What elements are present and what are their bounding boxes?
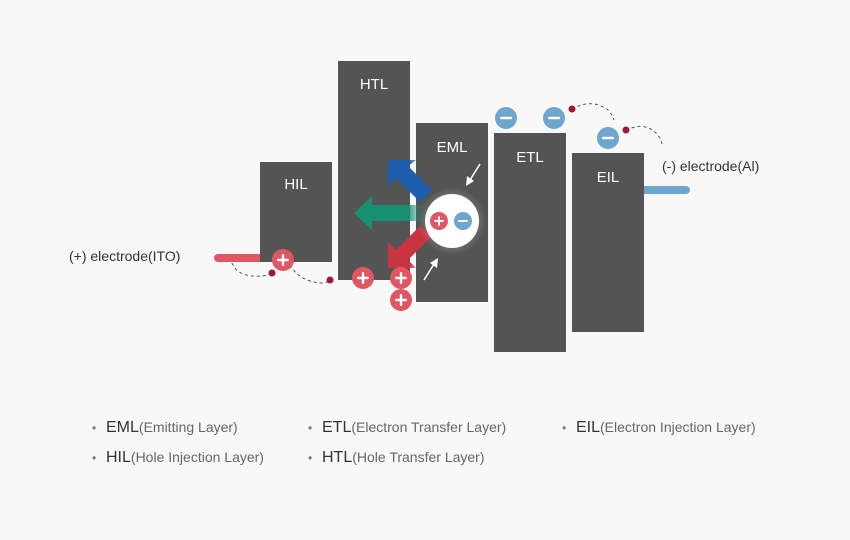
legend-item-etl: • ETL(Electron Transfer Layer): [308, 419, 506, 437]
legend-full: (Hole Injection Layer): [130, 449, 264, 465]
cathode-electrode-bar: [640, 186, 690, 194]
legend-bullet: •: [562, 421, 567, 435]
legend-abbr: ETL: [322, 419, 352, 436]
legend-full: (Electron Injection Layer): [600, 419, 756, 435]
legend-abbr: HIL: [106, 449, 131, 466]
hole-charge: [352, 267, 374, 289]
legend-full: (Electron Transfer Layer): [351, 419, 507, 435]
eml-label: EML: [437, 139, 468, 156]
hole-charge: [272, 249, 294, 271]
hole-charge: [430, 212, 448, 230]
electron-path-curve: [571, 103, 615, 121]
charges-group: [272, 107, 619, 311]
electron-charge: [597, 127, 619, 149]
minus-icon: [601, 136, 615, 140]
eil-layer: [572, 153, 644, 332]
legend: • EML(Emitting Layer) • ETL(Electron Trans…: [92, 417, 812, 487]
electron-path-curve: [625, 125, 663, 147]
anode-label: (+) electrode(ITO): [69, 248, 180, 264]
blue-emission-arrow: [388, 160, 432, 202]
plus-icon: [399, 271, 403, 285]
minus-icon: [499, 116, 513, 120]
hole-path-dot: [268, 269, 276, 277]
hole-inflow-arrow: [423, 258, 438, 281]
hil-label: HIL: [284, 176, 307, 193]
legend-item-eml: • EML(Emitting Layer): [92, 419, 238, 437]
anode-electrode-bar: [214, 254, 264, 262]
plus-icon: [438, 216, 440, 226]
legend-abbr: EIL: [576, 419, 601, 436]
green-emission-arrow: [354, 196, 424, 230]
hole-charge: [390, 289, 412, 311]
electron-charge: [543, 107, 565, 129]
etl-label: ETL: [516, 149, 544, 166]
hole-path-curve: [231, 262, 273, 277]
legend-bullet: •: [92, 421, 97, 435]
electron-charge: [495, 107, 517, 129]
legend-abbr: HTL: [322, 449, 353, 466]
plus-icon: [361, 271, 365, 285]
electron-path-dot: [568, 105, 576, 113]
legend-item-htl: • HTL(Hole Transfer Layer): [308, 449, 485, 467]
electron-inflow-arrow: [466, 163, 481, 186]
hole-charge: [390, 267, 412, 289]
electron-charge: [454, 212, 472, 230]
hil-layer: [260, 162, 332, 262]
legend-item-hil: • HIL(Hole Injection Layer): [92, 449, 264, 467]
electron-path-dot: [622, 126, 630, 134]
legend-abbr: EML: [106, 419, 139, 436]
minus-icon: [458, 220, 468, 222]
eil-label: EIL: [597, 169, 620, 186]
plus-icon: [281, 253, 285, 267]
recombination-zone: [425, 194, 479, 248]
legend-bullet: •: [308, 451, 313, 465]
plus-icon: [399, 293, 403, 307]
minus-icon: [547, 116, 561, 120]
legend-full: (Emitting Layer): [138, 419, 238, 435]
hole-path-dot: [326, 276, 334, 284]
legend-full: (Hole Transfer Layer): [352, 449, 485, 465]
legend-item-eil: • EIL(Electron Injection Layer): [562, 419, 756, 437]
etl-layer: [494, 133, 566, 352]
hole-path-curve: [289, 264, 331, 284]
htl-label: HTL: [360, 76, 388, 93]
legend-bullet: •: [92, 451, 97, 465]
legend-bullet: •: [308, 421, 313, 435]
cathode-label: (-) electrode(Al): [662, 158, 759, 174]
red-emission-arrow: [388, 226, 432, 268]
